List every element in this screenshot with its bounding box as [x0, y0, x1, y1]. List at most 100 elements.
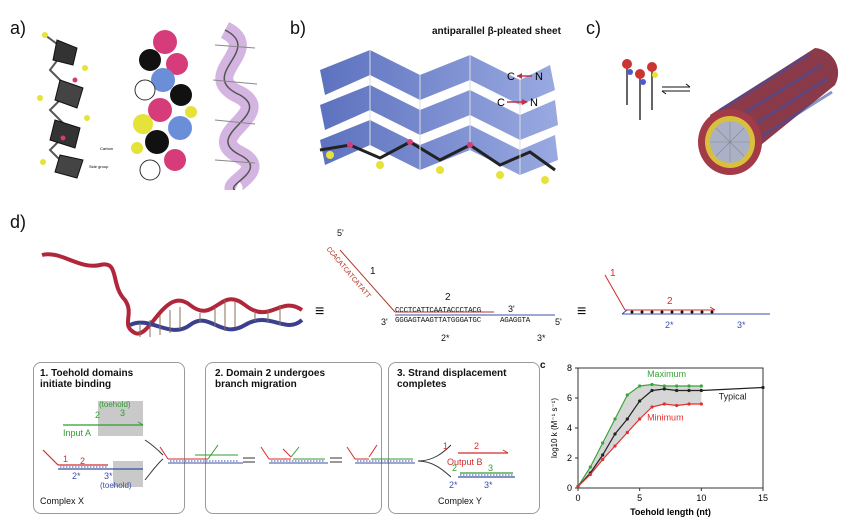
- space-filling-helix: [131, 30, 197, 180]
- y-tick-label: 2: [567, 453, 572, 463]
- output-b-domain-1: 1: [443, 441, 448, 451]
- data-point-maximum: [687, 384, 690, 387]
- schematic-label-2star: 2*: [665, 320, 674, 330]
- input-a-domain-2: 2: [95, 410, 100, 420]
- data-point-maximum: [613, 417, 616, 420]
- data-point-maximum: [700, 384, 703, 387]
- data-point-minimum: [589, 473, 592, 476]
- data-point-minimum: [576, 485, 579, 488]
- schematic-label-1: 1: [610, 268, 616, 279]
- equiv-sign-1: ≡: [315, 303, 324, 321]
- data-point-maximum: [601, 441, 604, 444]
- x-tick-label: 15: [758, 493, 768, 503]
- n-label-2: N: [530, 97, 538, 109]
- amphiphile-monomers: [622, 59, 658, 120]
- side-group-annotation: Side group: [89, 164, 109, 169]
- data-point-minimum: [626, 431, 629, 434]
- data-point-typical: [675, 389, 678, 392]
- data-point-maximum: [663, 384, 666, 387]
- c-label-2: C: [497, 97, 505, 109]
- ball-stick-helix: [37, 32, 90, 178]
- data-point-maximum: [626, 393, 629, 396]
- series-label-typical: Typical: [719, 392, 747, 402]
- data-point-minimum: [687, 402, 690, 405]
- data-point-minimum: [700, 402, 703, 405]
- complex-x-label: Complex X: [40, 496, 84, 506]
- complex-y-domain-3star: 3*: [484, 480, 493, 490]
- nanofiber-diagram: [600, 30, 845, 200]
- nanofiber-cylinder: [698, 48, 838, 175]
- five-prime-top: 5': [337, 228, 344, 238]
- x-tick-label: 5: [637, 493, 642, 503]
- data-point-maximum: [589, 465, 592, 468]
- panel-label-a: a): [10, 18, 26, 39]
- data-point-maximum: [650, 383, 653, 386]
- data-point-minimum: [650, 405, 653, 408]
- data-point-typical: [650, 389, 653, 392]
- schematic-label-3star: 3*: [737, 320, 746, 330]
- data-point-typical: [613, 432, 616, 435]
- equilibrium-arrows: [662, 84, 690, 94]
- schematic-label-2: 2: [667, 296, 673, 307]
- equiv-sign-2: ≡: [577, 303, 586, 321]
- complex-y-domain-3: 3: [488, 463, 493, 473]
- step-2-title: 2. Domain 2 undergoes branch migration: [215, 368, 325, 390]
- panel-label-c: c): [586, 18, 601, 39]
- five-prime-right: 5': [555, 317, 562, 327]
- y-tick-label: 6: [567, 393, 572, 403]
- toehold-label-x: (toehold): [100, 481, 132, 490]
- data-point-typical: [687, 389, 690, 392]
- n-label-1: N: [535, 71, 543, 83]
- domain-schematic: [600, 265, 780, 335]
- data-point-typical: [663, 387, 666, 390]
- data-point-minimum: [638, 417, 641, 420]
- data-point-minimum: [601, 458, 604, 461]
- domain-3star-label: 3*: [537, 333, 546, 343]
- data-point-typical: [700, 389, 703, 392]
- beta-sheet-diagram: C N C N: [310, 30, 570, 200]
- data-point-typical: [626, 417, 629, 420]
- data-point-minimum: [675, 404, 678, 407]
- data-point-minimum: [663, 402, 666, 405]
- data-point-typical: [761, 386, 764, 389]
- complex-y-domain-2: 2: [452, 463, 457, 473]
- output-b-domain-2: 2: [474, 441, 479, 451]
- series-label-minimum: Minimum: [647, 413, 684, 423]
- step-3-title: 3. Strand displacement completes: [397, 368, 506, 390]
- top-strand-seq: CCCTCATTCAATACCCTACG: [395, 307, 481, 315]
- y-tick-label: 8: [567, 363, 572, 373]
- step-1-title: 1. Toehold domains initiate binding: [40, 368, 133, 390]
- input-a-label: Input A: [63, 428, 91, 438]
- data-point-maximum: [675, 384, 678, 387]
- data-point-typical: [638, 399, 641, 402]
- ribbon-helix: [213, 30, 257, 190]
- panel-label-d: d): [10, 212, 26, 233]
- three-prime-left: 3': [381, 317, 388, 327]
- c-label-1: C: [507, 71, 515, 83]
- overhang-seq: AGAGGTA: [500, 317, 530, 325]
- x-tick-label: 10: [696, 493, 706, 503]
- toehold-label-a: (toehold): [99, 400, 131, 409]
- x-axis-label: Toehold length (nt): [630, 507, 711, 517]
- three-prime-top: 3': [508, 304, 515, 314]
- domain-2star-label: 2*: [441, 333, 450, 343]
- complex-y-label: Complex Y: [438, 496, 482, 506]
- complex-x-domain-2: 2: [80, 456, 85, 466]
- data-point-typical: [601, 453, 604, 456]
- y-tick-label: 4: [567, 423, 572, 433]
- carbon-annotation: Carbon: [100, 146, 113, 151]
- pleated-strands: [320, 50, 558, 184]
- arrow-1-head: [517, 73, 522, 79]
- complex-y-domain-2star: 2*: [449, 480, 458, 490]
- chart-panel-label: c: [540, 360, 546, 371]
- y-axis-label: log10 k (M⁻¹ s⁻¹): [550, 398, 559, 458]
- series-label-maximum: Maximum: [647, 369, 686, 379]
- x-tick-label: 0: [575, 493, 580, 503]
- input-a-domain-3: 3: [120, 408, 125, 418]
- dna-helix: [40, 245, 310, 345]
- complex-x-domain-3star: 3*: [104, 471, 113, 481]
- panel-label-b: b): [290, 18, 306, 39]
- bottom-strand-seq: GGGAGTAAGTTATGGGATGC: [395, 317, 481, 325]
- alpha-helix-models: Carbon Side group: [25, 20, 275, 190]
